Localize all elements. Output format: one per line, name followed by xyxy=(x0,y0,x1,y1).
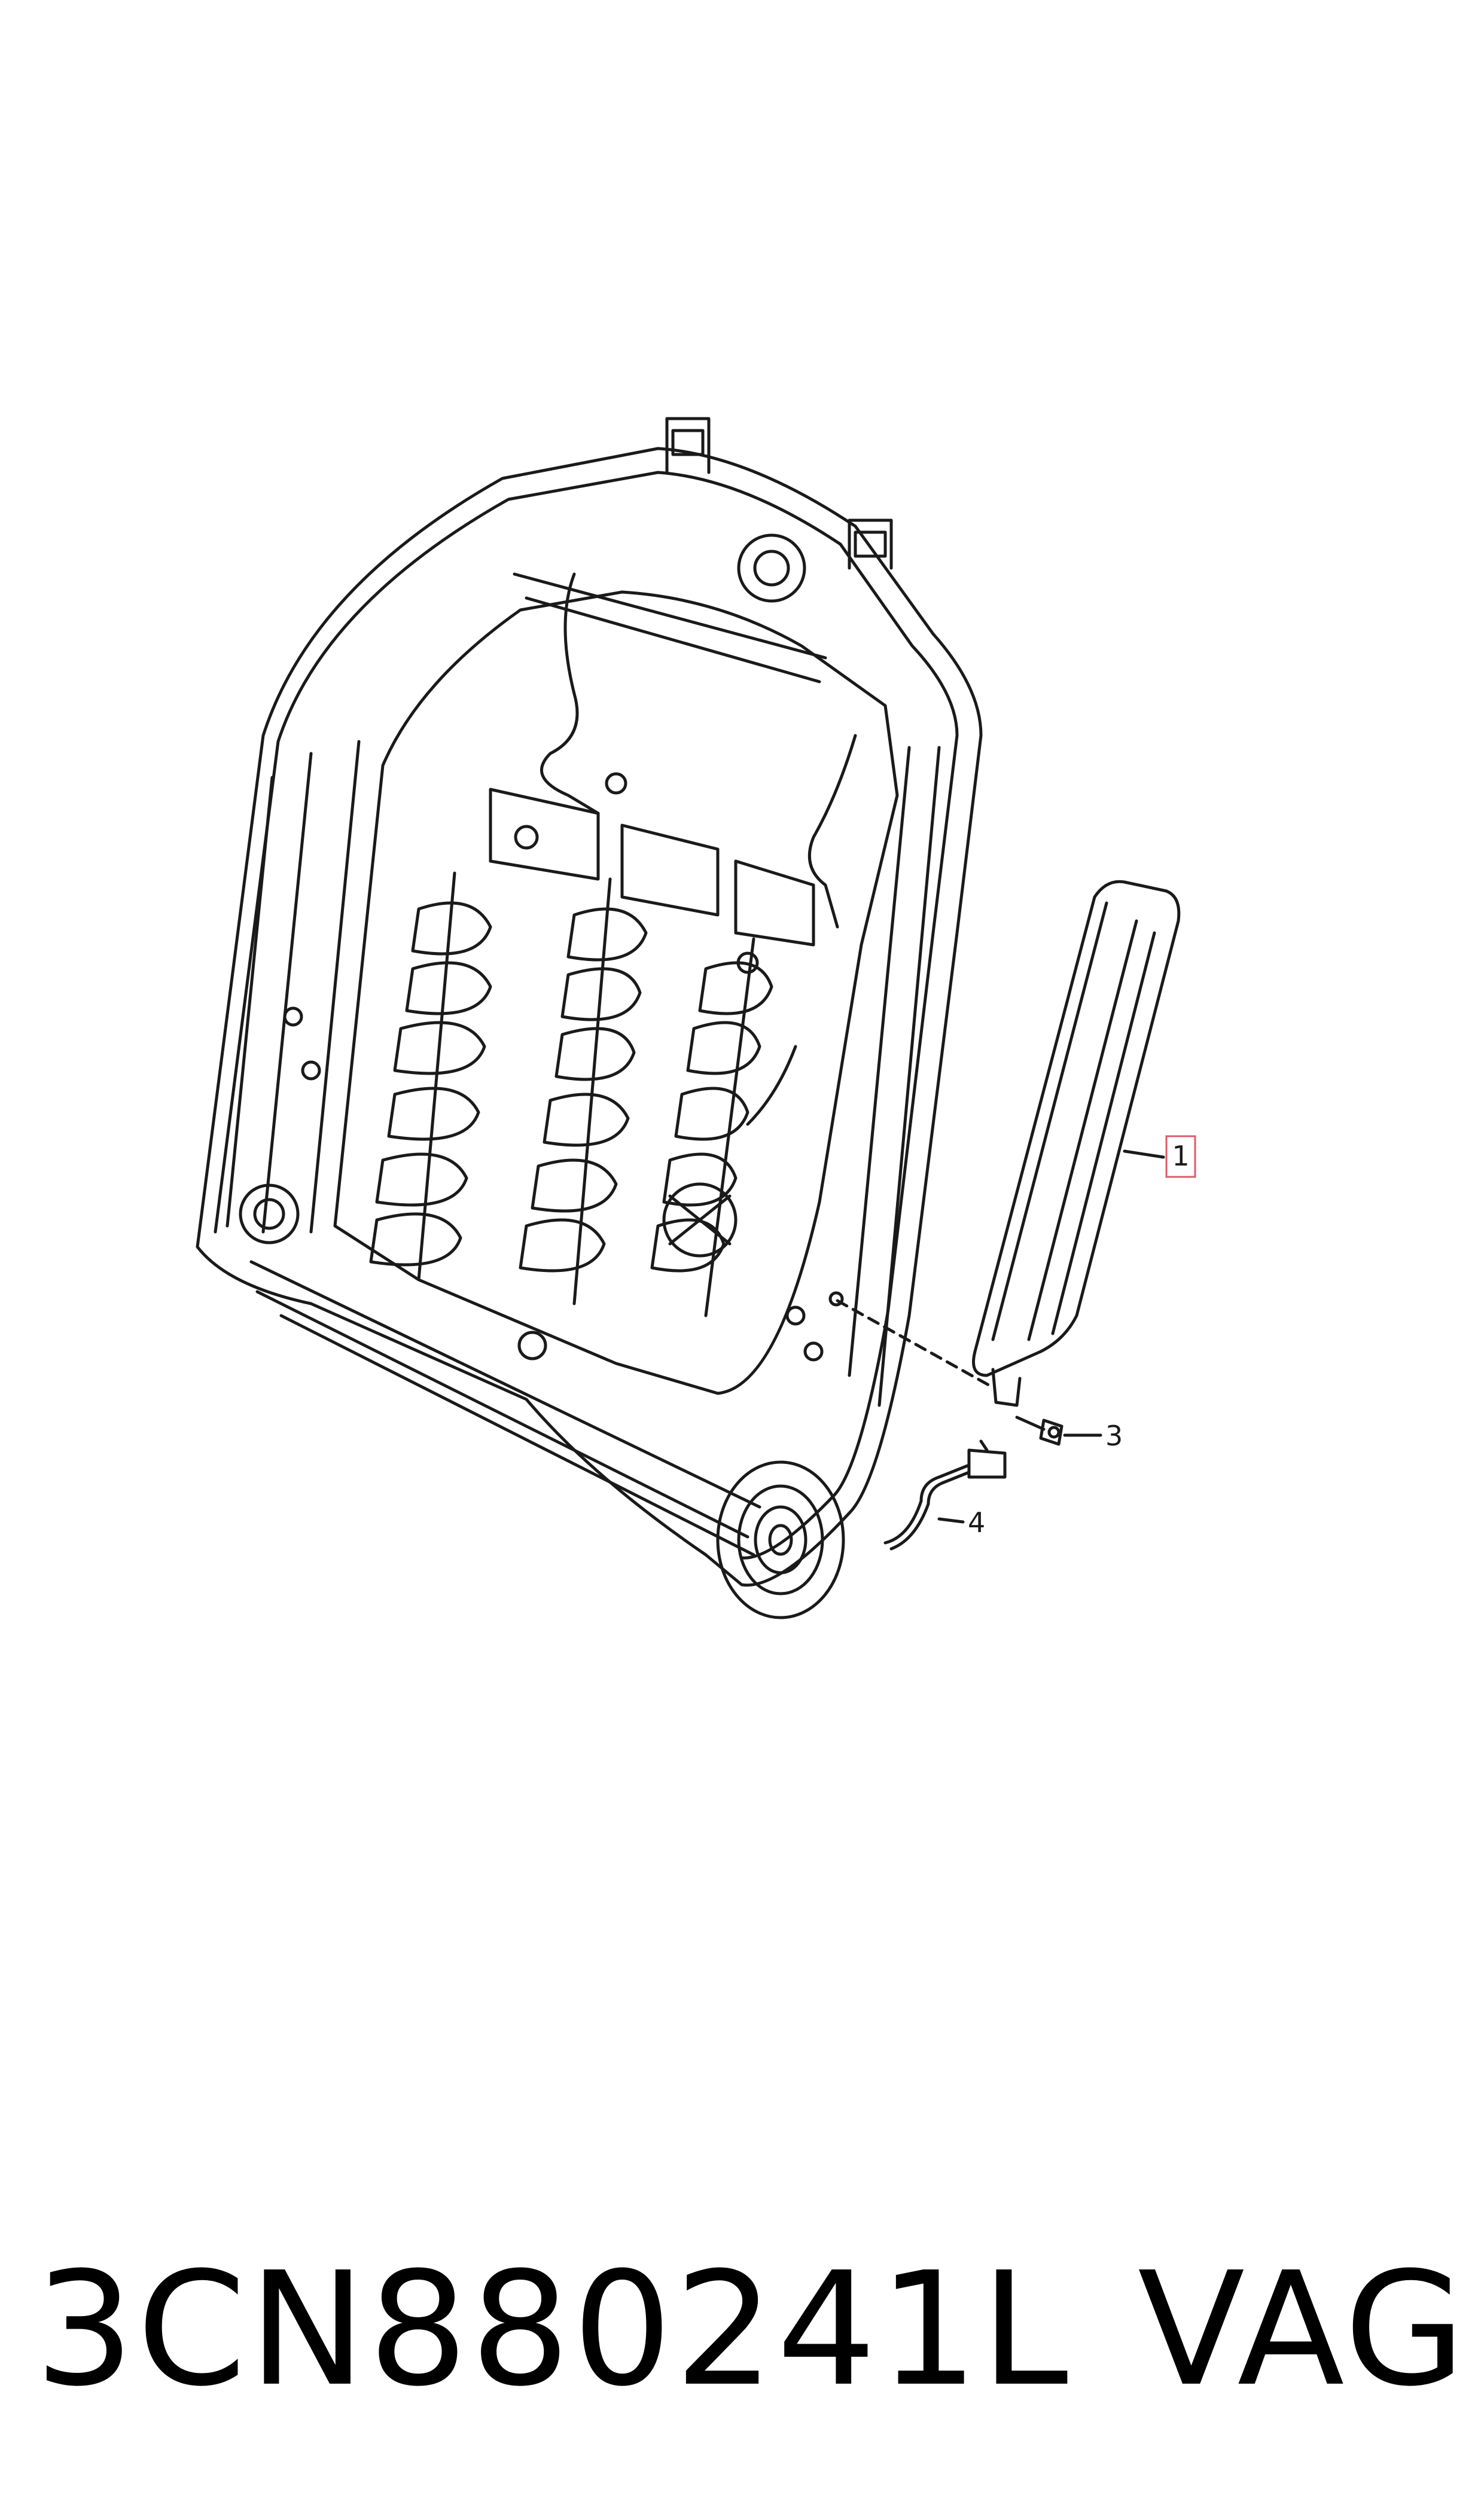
recliner-gear xyxy=(662,1182,738,1258)
side-airbag-module xyxy=(972,880,1181,1407)
spring-mat xyxy=(369,788,815,1317)
bolt xyxy=(1015,1415,1064,1446)
callout-4-label: 4 xyxy=(968,1506,985,1539)
recliner-hub-left xyxy=(239,1183,300,1244)
callout-1-label: 1 xyxy=(1172,1140,1189,1172)
brand-label: VAG xyxy=(1138,2238,1468,2421)
callout-1-leader xyxy=(1123,1149,1165,1159)
callout-1-highlight-box xyxy=(1165,1135,1196,1178)
mount-point xyxy=(828,1291,844,1307)
top-round-bracket xyxy=(737,533,806,603)
recliner-disc-right xyxy=(716,1460,845,1619)
sensor-cable xyxy=(883,1439,1007,1551)
headrest-guide-right xyxy=(848,518,893,570)
assembly-line xyxy=(836,1299,995,1389)
frame-holes xyxy=(283,772,824,1362)
wire-harness xyxy=(540,572,857,1126)
headrest-guide-left xyxy=(665,417,711,474)
callout-3-label: 3 xyxy=(1105,1420,1123,1452)
seat-back-frame xyxy=(196,447,983,1587)
part-number: 3CN880241L xyxy=(35,2238,1071,2421)
callout-4-leader xyxy=(937,1517,965,1524)
